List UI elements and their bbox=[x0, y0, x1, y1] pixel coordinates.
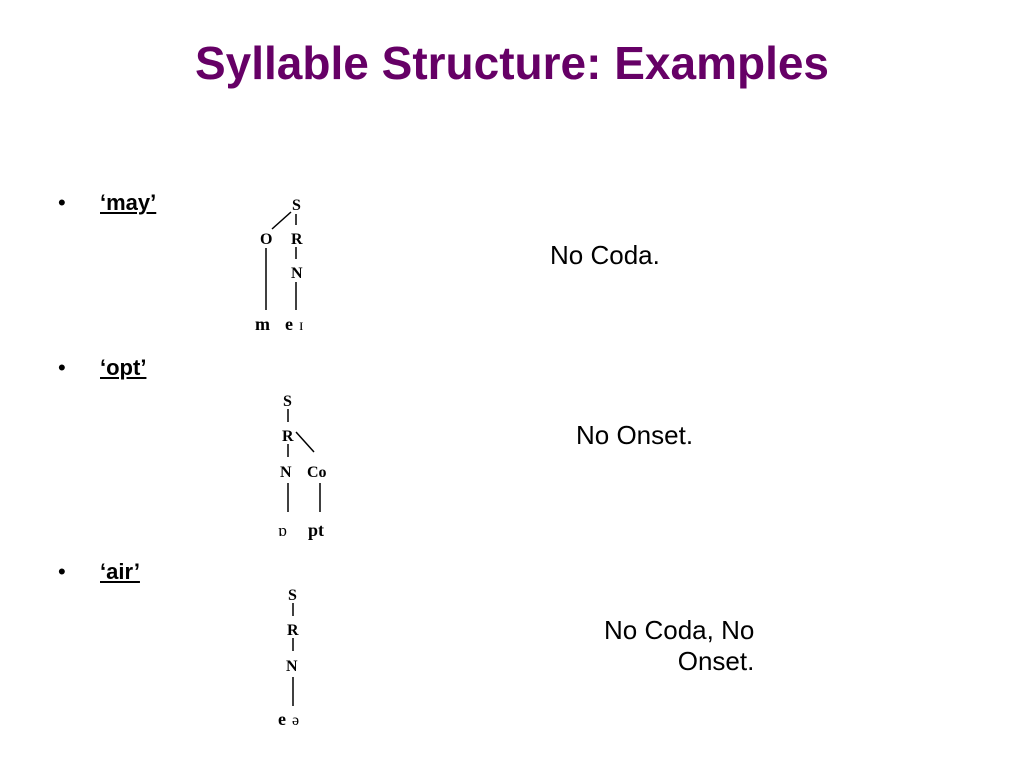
note-text: No Coda. bbox=[550, 240, 660, 270]
tree-node-n: N bbox=[280, 464, 292, 481]
tree-node-co: Co bbox=[307, 464, 327, 481]
tree-branch bbox=[271, 211, 292, 230]
bullet-marker: • bbox=[58, 190, 66, 215]
syllable-tree-may: S O R N m e ɪ bbox=[255, 197, 303, 334]
tree-segment-coda: pt bbox=[308, 520, 324, 540]
tree-node-o: O bbox=[260, 231, 272, 248]
example-word: ‘opt’ bbox=[100, 355, 147, 380]
tree-segment-nucleus: e bbox=[278, 709, 286, 729]
bullet-marker: • bbox=[58, 355, 66, 380]
note-text: No Onset. bbox=[576, 420, 694, 450]
syllable-tree-air: S R N e ə bbox=[278, 587, 299, 729]
tree-segment-nucleus: e bbox=[285, 314, 293, 334]
tree-segment-nucleus-2: ɪ bbox=[299, 317, 303, 334]
syllable-tree-opt: S R N Co ɒ pt bbox=[278, 393, 327, 540]
bullet-marker: • bbox=[58, 559, 66, 584]
example-word: ‘may’ bbox=[100, 190, 157, 215]
note-may: No Coda. bbox=[496, 240, 660, 271]
tree-node-n: N bbox=[286, 658, 298, 675]
note-air: No Coda, No Onset. bbox=[550, 615, 754, 677]
note-opt: No Onset. bbox=[522, 420, 693, 451]
note-text-line-1: No Coda, No bbox=[604, 615, 755, 645]
tree-node-s: S bbox=[292, 197, 301, 214]
slide-title: Syllable Structure: Examples bbox=[194, 37, 830, 89]
tree-node-r: R bbox=[287, 622, 299, 639]
tree-segment-nucleus-2: ə bbox=[292, 712, 299, 729]
note-text-block: No Coda, No Onset. bbox=[604, 615, 754, 677]
tree-segment-onset: m bbox=[255, 314, 270, 334]
tree-segment-nucleus: ɒ bbox=[278, 521, 287, 540]
example-word: ‘air’ bbox=[100, 559, 140, 584]
tree-node-s: S bbox=[283, 393, 292, 410]
tree-node-s: S bbox=[288, 587, 297, 604]
bullet-item-opt: • ‘opt’ bbox=[58, 355, 146, 381]
tree-node-r: R bbox=[291, 231, 303, 248]
tree-node-r: R bbox=[282, 428, 294, 445]
tree-node-n: N bbox=[291, 265, 303, 282]
tree-branch bbox=[295, 431, 315, 453]
bullet-item-may: • ‘may’ bbox=[58, 190, 156, 216]
bullet-item-air: • ‘air’ bbox=[58, 559, 140, 585]
note-text-line-2: Onset. bbox=[677, 646, 755, 676]
